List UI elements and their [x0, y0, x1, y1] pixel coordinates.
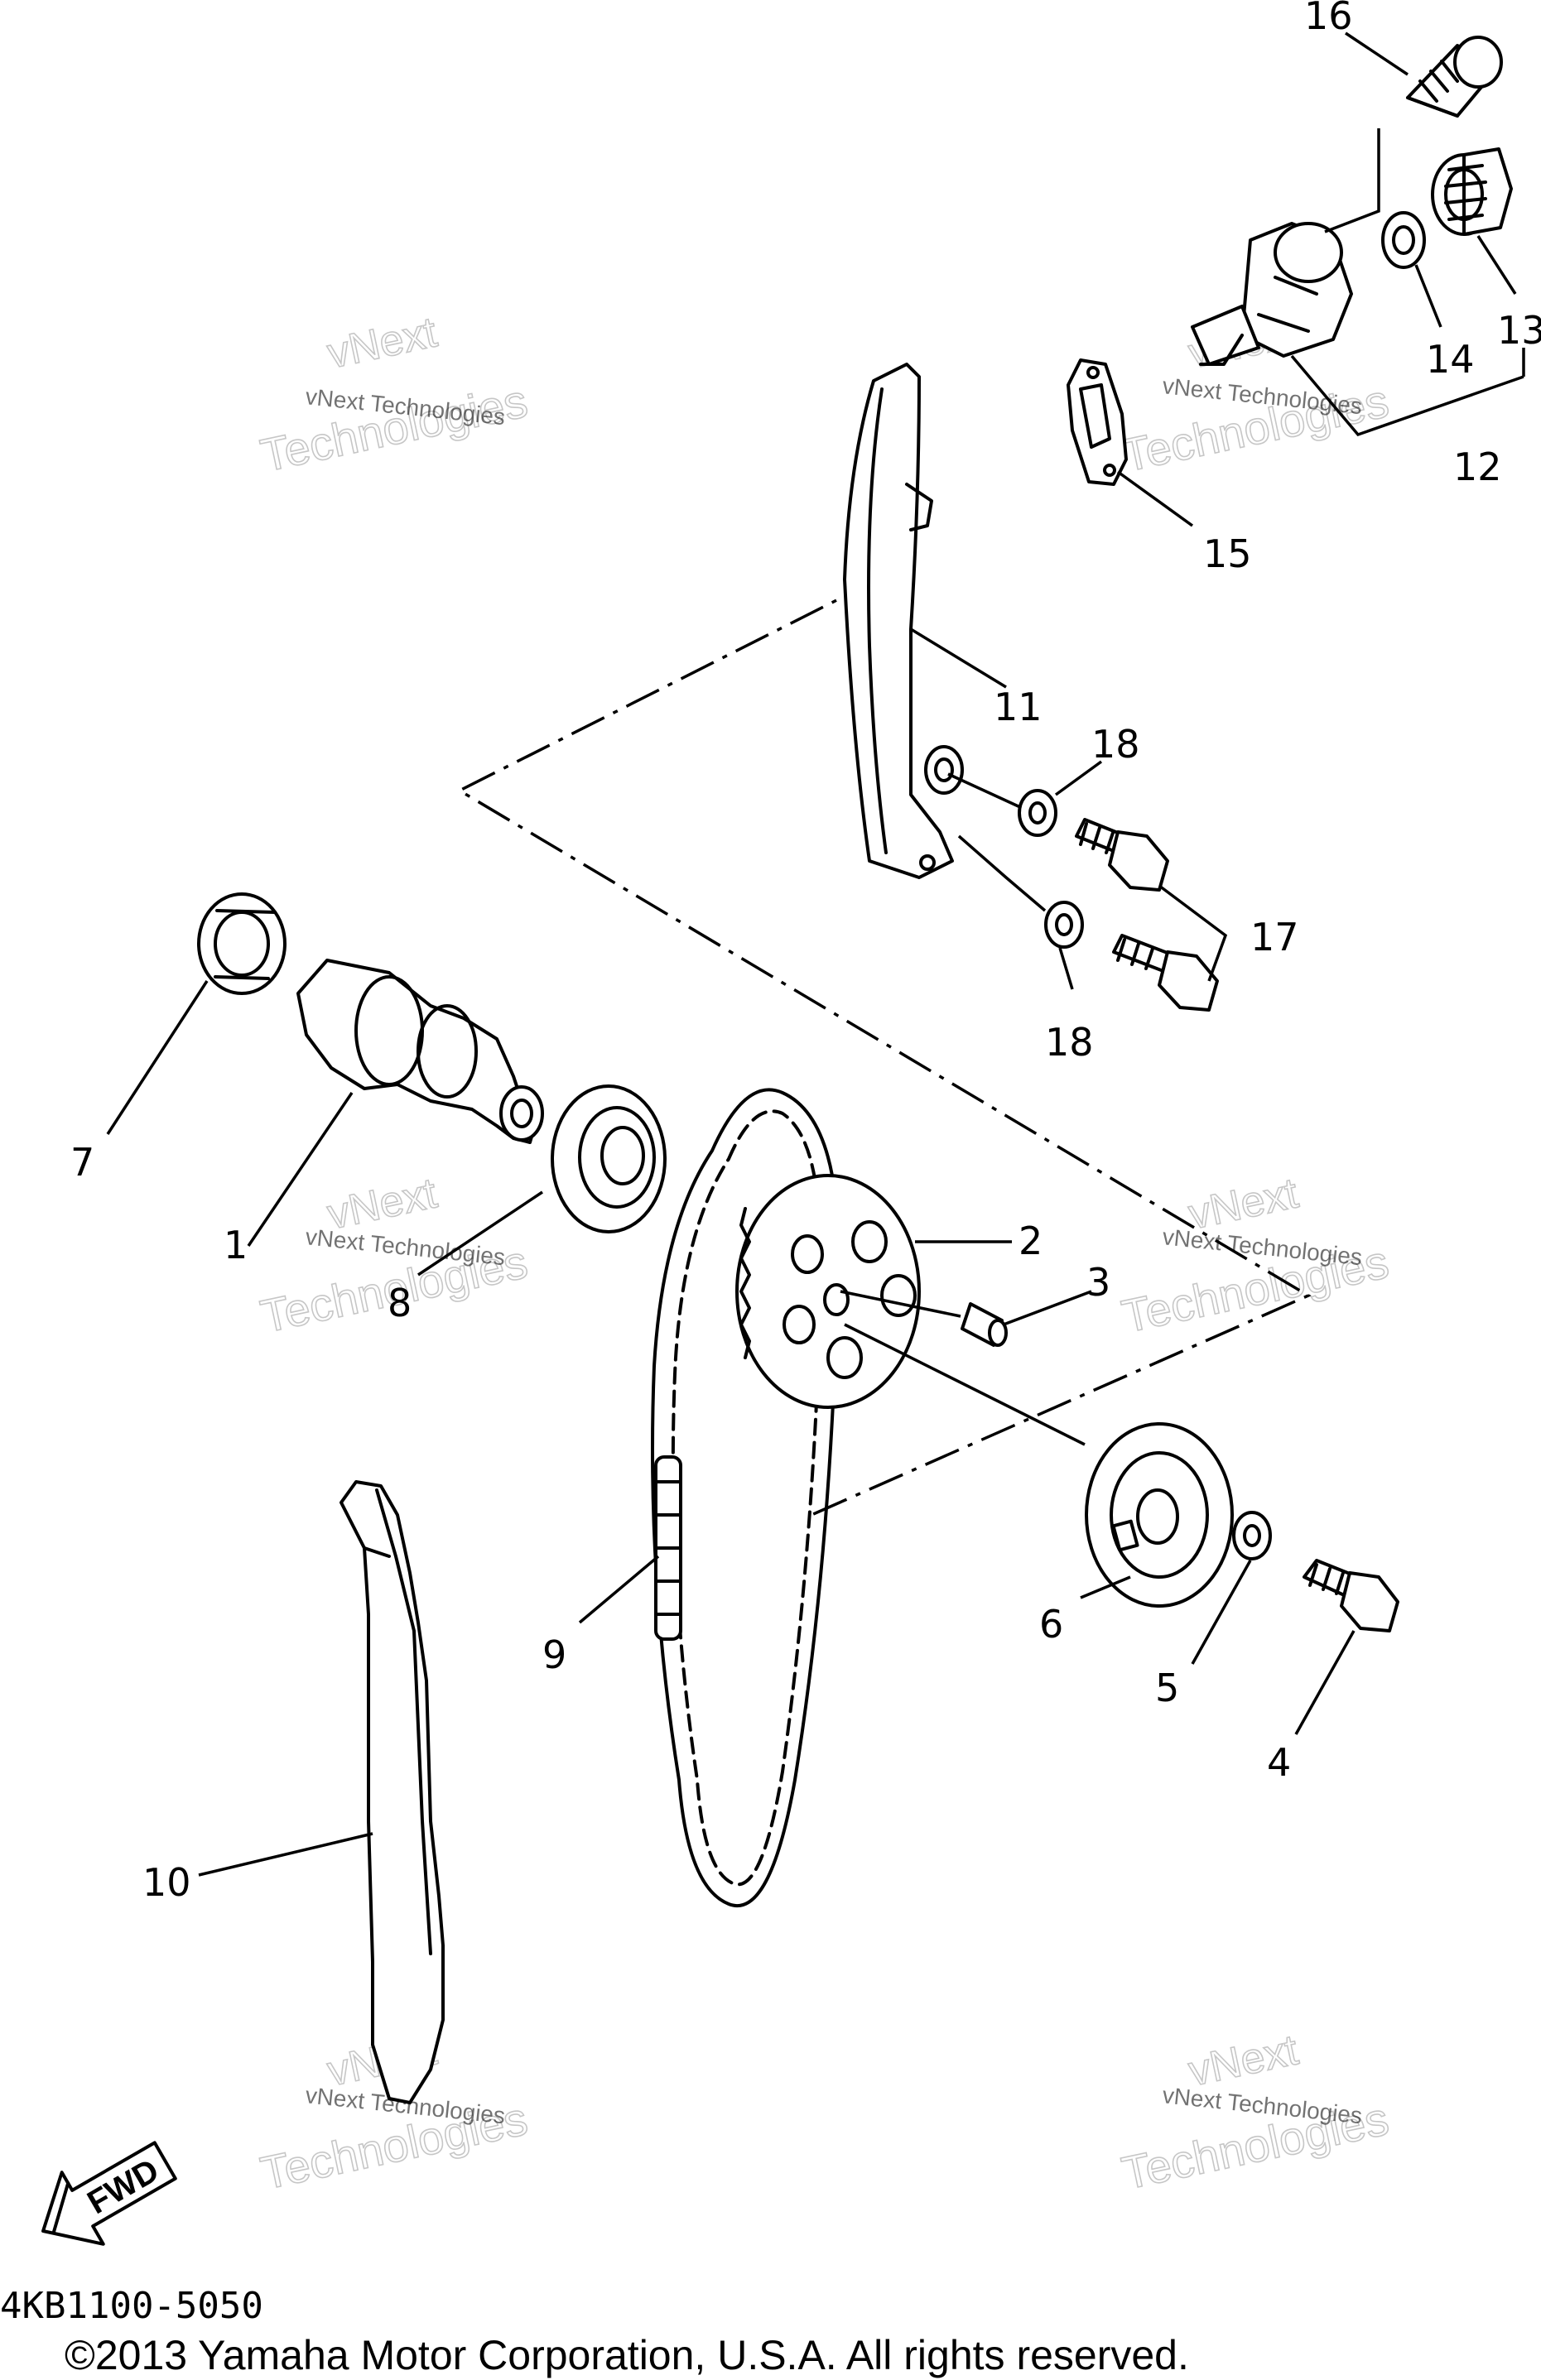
callout-13: 13 [1497, 308, 1541, 353]
callout-15: 15 [1203, 531, 1252, 576]
leader-lines [106, 31, 1525, 1877]
part-4-bolt [1303, 1559, 1399, 1632]
callout-18-lower: 18 [1045, 1020, 1094, 1065]
callout-8: 8 [388, 1281, 412, 1325]
callout-10: 10 [142, 1860, 191, 1905]
fwd-direction-arrow: FWD [41, 2141, 177, 2246]
part-7-bearing [197, 892, 287, 995]
part-14-washer [1381, 211, 1426, 269]
lead-axis-18-upper [947, 772, 1021, 809]
svg-text:vNext: vNext [323, 308, 441, 377]
part-8-bearing [551, 1084, 667, 1233]
part-17-bolt-lower [1112, 934, 1219, 1012]
callout-16: 16 [1304, 0, 1353, 38]
part-18-washer-lower [1044, 901, 1084, 949]
copyright-notice: ©2013 Yamaha Motor Corporation, U.S.A. A… [65, 2332, 1189, 2378]
part-2-cam-sprocket [735, 1174, 921, 1409]
part-9-timing-chain [651, 1088, 838, 1907]
watermark-top-left: vNext Technologies vNext Technologies [256, 307, 532, 482]
part-5-washer [1232, 1511, 1272, 1560]
part-15-gasket [1067, 358, 1128, 486]
callout-7: 7 [70, 1140, 94, 1185]
watermark-bottom-right: vNext Technologies vNext Technologies [1117, 2025, 1394, 2200]
watermark-middle-right: vNext Technologies vNext Technologies [1117, 1168, 1394, 1343]
callout-labels: 1 2 3 4 5 6 7 8 9 10 11 12 13 14 15 16 1… [70, 0, 1541, 1905]
part-12-tensioner-assembly [1191, 222, 1353, 366]
lead-16 [1324, 128, 1380, 233]
callout-12: 12 [1453, 445, 1502, 489]
part-3-pin [840, 1290, 1008, 1347]
lead-axis-18-lower [957, 834, 1047, 912]
callout-4: 4 [1267, 1740, 1291, 1785]
callout-17: 17 [1250, 915, 1299, 959]
callout-18-upper: 18 [1091, 722, 1140, 767]
diagram-code: 4KB1100-5050 [0, 2285, 263, 2327]
part-17-bolt-upper [1075, 818, 1169, 892]
part-10-chain-guide [340, 1480, 445, 2104]
callout-5: 5 [1155, 1666, 1179, 1710]
callout-1: 1 [224, 1223, 248, 1267]
callout-2: 2 [1019, 1219, 1043, 1263]
assembly-reference-lines [456, 578, 1312, 1517]
part-13-cap-bolt [1431, 147, 1513, 236]
part-18-washer-upper [1018, 789, 1057, 837]
callout-9: 9 [542, 1632, 566, 1677]
callout-14: 14 [1426, 337, 1475, 382]
part-11-chain-guide [843, 363, 964, 879]
callout-11: 11 [994, 685, 1043, 729]
callout-6: 6 [1039, 1602, 1063, 1647]
part-1-camshaft [296, 959, 544, 1144]
part-6-plate [844, 1323, 1234, 1608]
callout-3: 3 [1086, 1260, 1110, 1305]
part-16-bolt [1406, 36, 1503, 118]
